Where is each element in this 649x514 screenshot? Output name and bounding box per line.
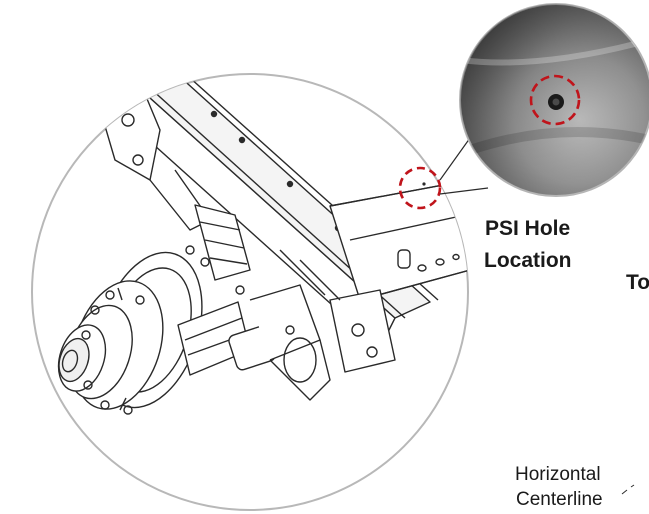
wheel-hub-assembly xyxy=(57,251,203,415)
psi-hole-label-line1: PSI Hole xyxy=(485,217,571,240)
closeup-photo xyxy=(459,3,649,197)
callout-lines xyxy=(439,137,489,195)
cutoff-label: To xyxy=(626,271,649,294)
horizontal-centerline-label-line2: Centerline xyxy=(516,489,603,510)
cross-beam xyxy=(329,179,468,301)
bolts xyxy=(185,245,295,335)
air-spring xyxy=(194,204,251,281)
horizontal-centerline-label-line1: Horizontal xyxy=(515,464,601,485)
psi-hole-marker xyxy=(398,166,442,210)
centerline-leader xyxy=(621,484,635,495)
lower-bracket xyxy=(279,249,396,373)
brake-caliper xyxy=(177,284,331,401)
main-view-circle xyxy=(31,73,469,511)
psi-hole-label-line2: Location xyxy=(484,249,572,272)
